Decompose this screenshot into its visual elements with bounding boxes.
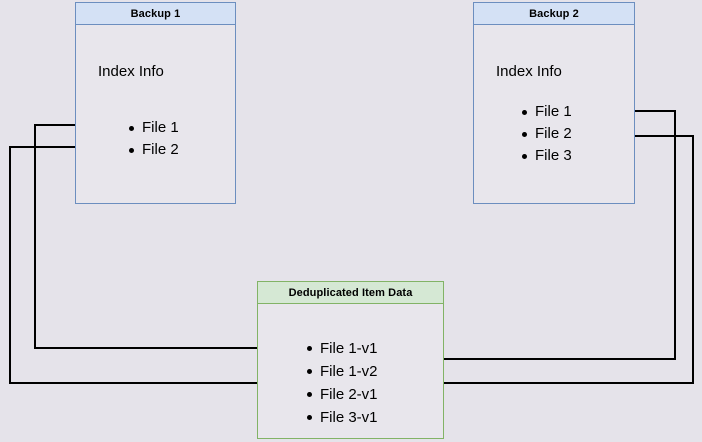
backup-2-file-item[interactable]: File 3 (519, 145, 572, 167)
backup-1-file-list: File 1 File 2 (126, 117, 179, 161)
deduplicated-item-data-box[interactable]: Deduplicated Item Data File 1-v1 File 1-… (257, 281, 444, 439)
backup-1-index-label: Index Info (98, 63, 164, 80)
dedup-list-item[interactable]: File 3-v1 (304, 406, 378, 429)
backup-2-index-label: Index Info (496, 63, 562, 80)
backup-2-file-item[interactable]: File 2 (519, 123, 572, 145)
dedup-list-item[interactable]: File 2-v1 (304, 383, 378, 406)
backup-2-box[interactable]: Backup 2 Index Info File 1 File 2 File 3 (473, 2, 635, 204)
backup-2-header: Backup 2 (474, 3, 634, 25)
backup-2-file-list: File 1 File 2 File 3 (519, 101, 572, 167)
backup-1-title: Backup 1 (130, 7, 181, 20)
dedup-item-list: File 1-v1 File 1-v2 File 2-v1 File 3-v1 (304, 337, 378, 429)
backup-1-header: Backup 1 (76, 3, 235, 25)
dedup-list-item[interactable]: File 1-v2 (304, 360, 378, 383)
backup-2-file-item[interactable]: File 1 (519, 101, 572, 123)
dedup-list-item[interactable]: File 1-v1 (304, 337, 378, 360)
backup-1-box[interactable]: Backup 1 Index Info File 1 File 2 (75, 2, 236, 204)
dedup-title: Deduplicated Item Data (288, 286, 413, 299)
backup-2-title: Backup 2 (529, 7, 579, 20)
dedup-header: Deduplicated Item Data (258, 282, 443, 304)
backup-1-file-item[interactable]: File 2 (126, 139, 179, 161)
backup-1-file-item[interactable]: File 1 (126, 117, 179, 139)
